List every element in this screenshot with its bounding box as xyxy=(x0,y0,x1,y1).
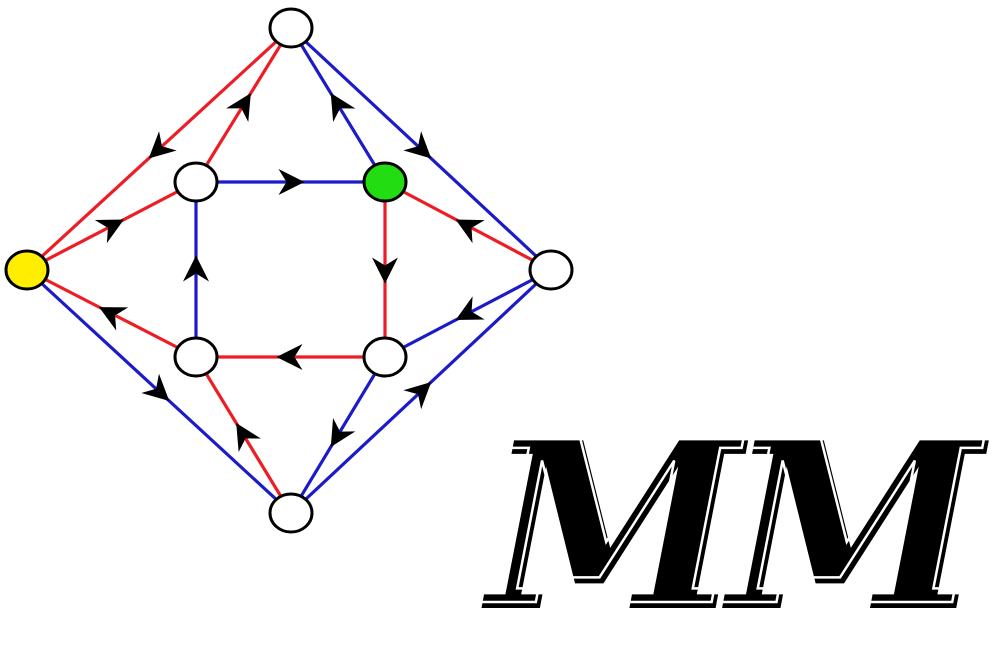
node-inner-bottom-right xyxy=(362,336,408,378)
mm-logo-outline: MM xyxy=(477,387,986,657)
node-inner-bottom-left xyxy=(173,336,219,378)
edges-layer xyxy=(25,26,553,515)
node-inner-top-left xyxy=(173,161,219,203)
node-top xyxy=(268,7,314,49)
arrow-icon xyxy=(99,307,129,331)
node-inner-top-right xyxy=(362,161,408,203)
arrow-icon xyxy=(148,131,177,159)
arrow-icon xyxy=(455,219,485,244)
arrow-icon xyxy=(276,344,303,370)
arrow-icon xyxy=(455,296,485,320)
node-right xyxy=(528,249,574,291)
arrow-icon xyxy=(403,131,432,159)
mm-logo-text: MM xyxy=(481,393,990,663)
mm-logo: MM MM xyxy=(476,386,1000,663)
arrow-icon xyxy=(372,257,398,284)
nodes-layer xyxy=(4,7,574,534)
arrows-layer xyxy=(94,93,485,453)
arrow-icon xyxy=(403,381,432,410)
arrow-icon xyxy=(330,418,356,447)
arrow-icon xyxy=(141,373,170,401)
node-bottom xyxy=(268,492,314,534)
arrow-icon xyxy=(278,169,305,195)
arrow-icon xyxy=(236,423,261,453)
arrow-icon xyxy=(226,93,251,123)
arrow-icon xyxy=(183,255,209,282)
arrow-icon xyxy=(330,93,356,123)
node-left xyxy=(4,249,50,291)
arrow-icon xyxy=(94,219,124,244)
